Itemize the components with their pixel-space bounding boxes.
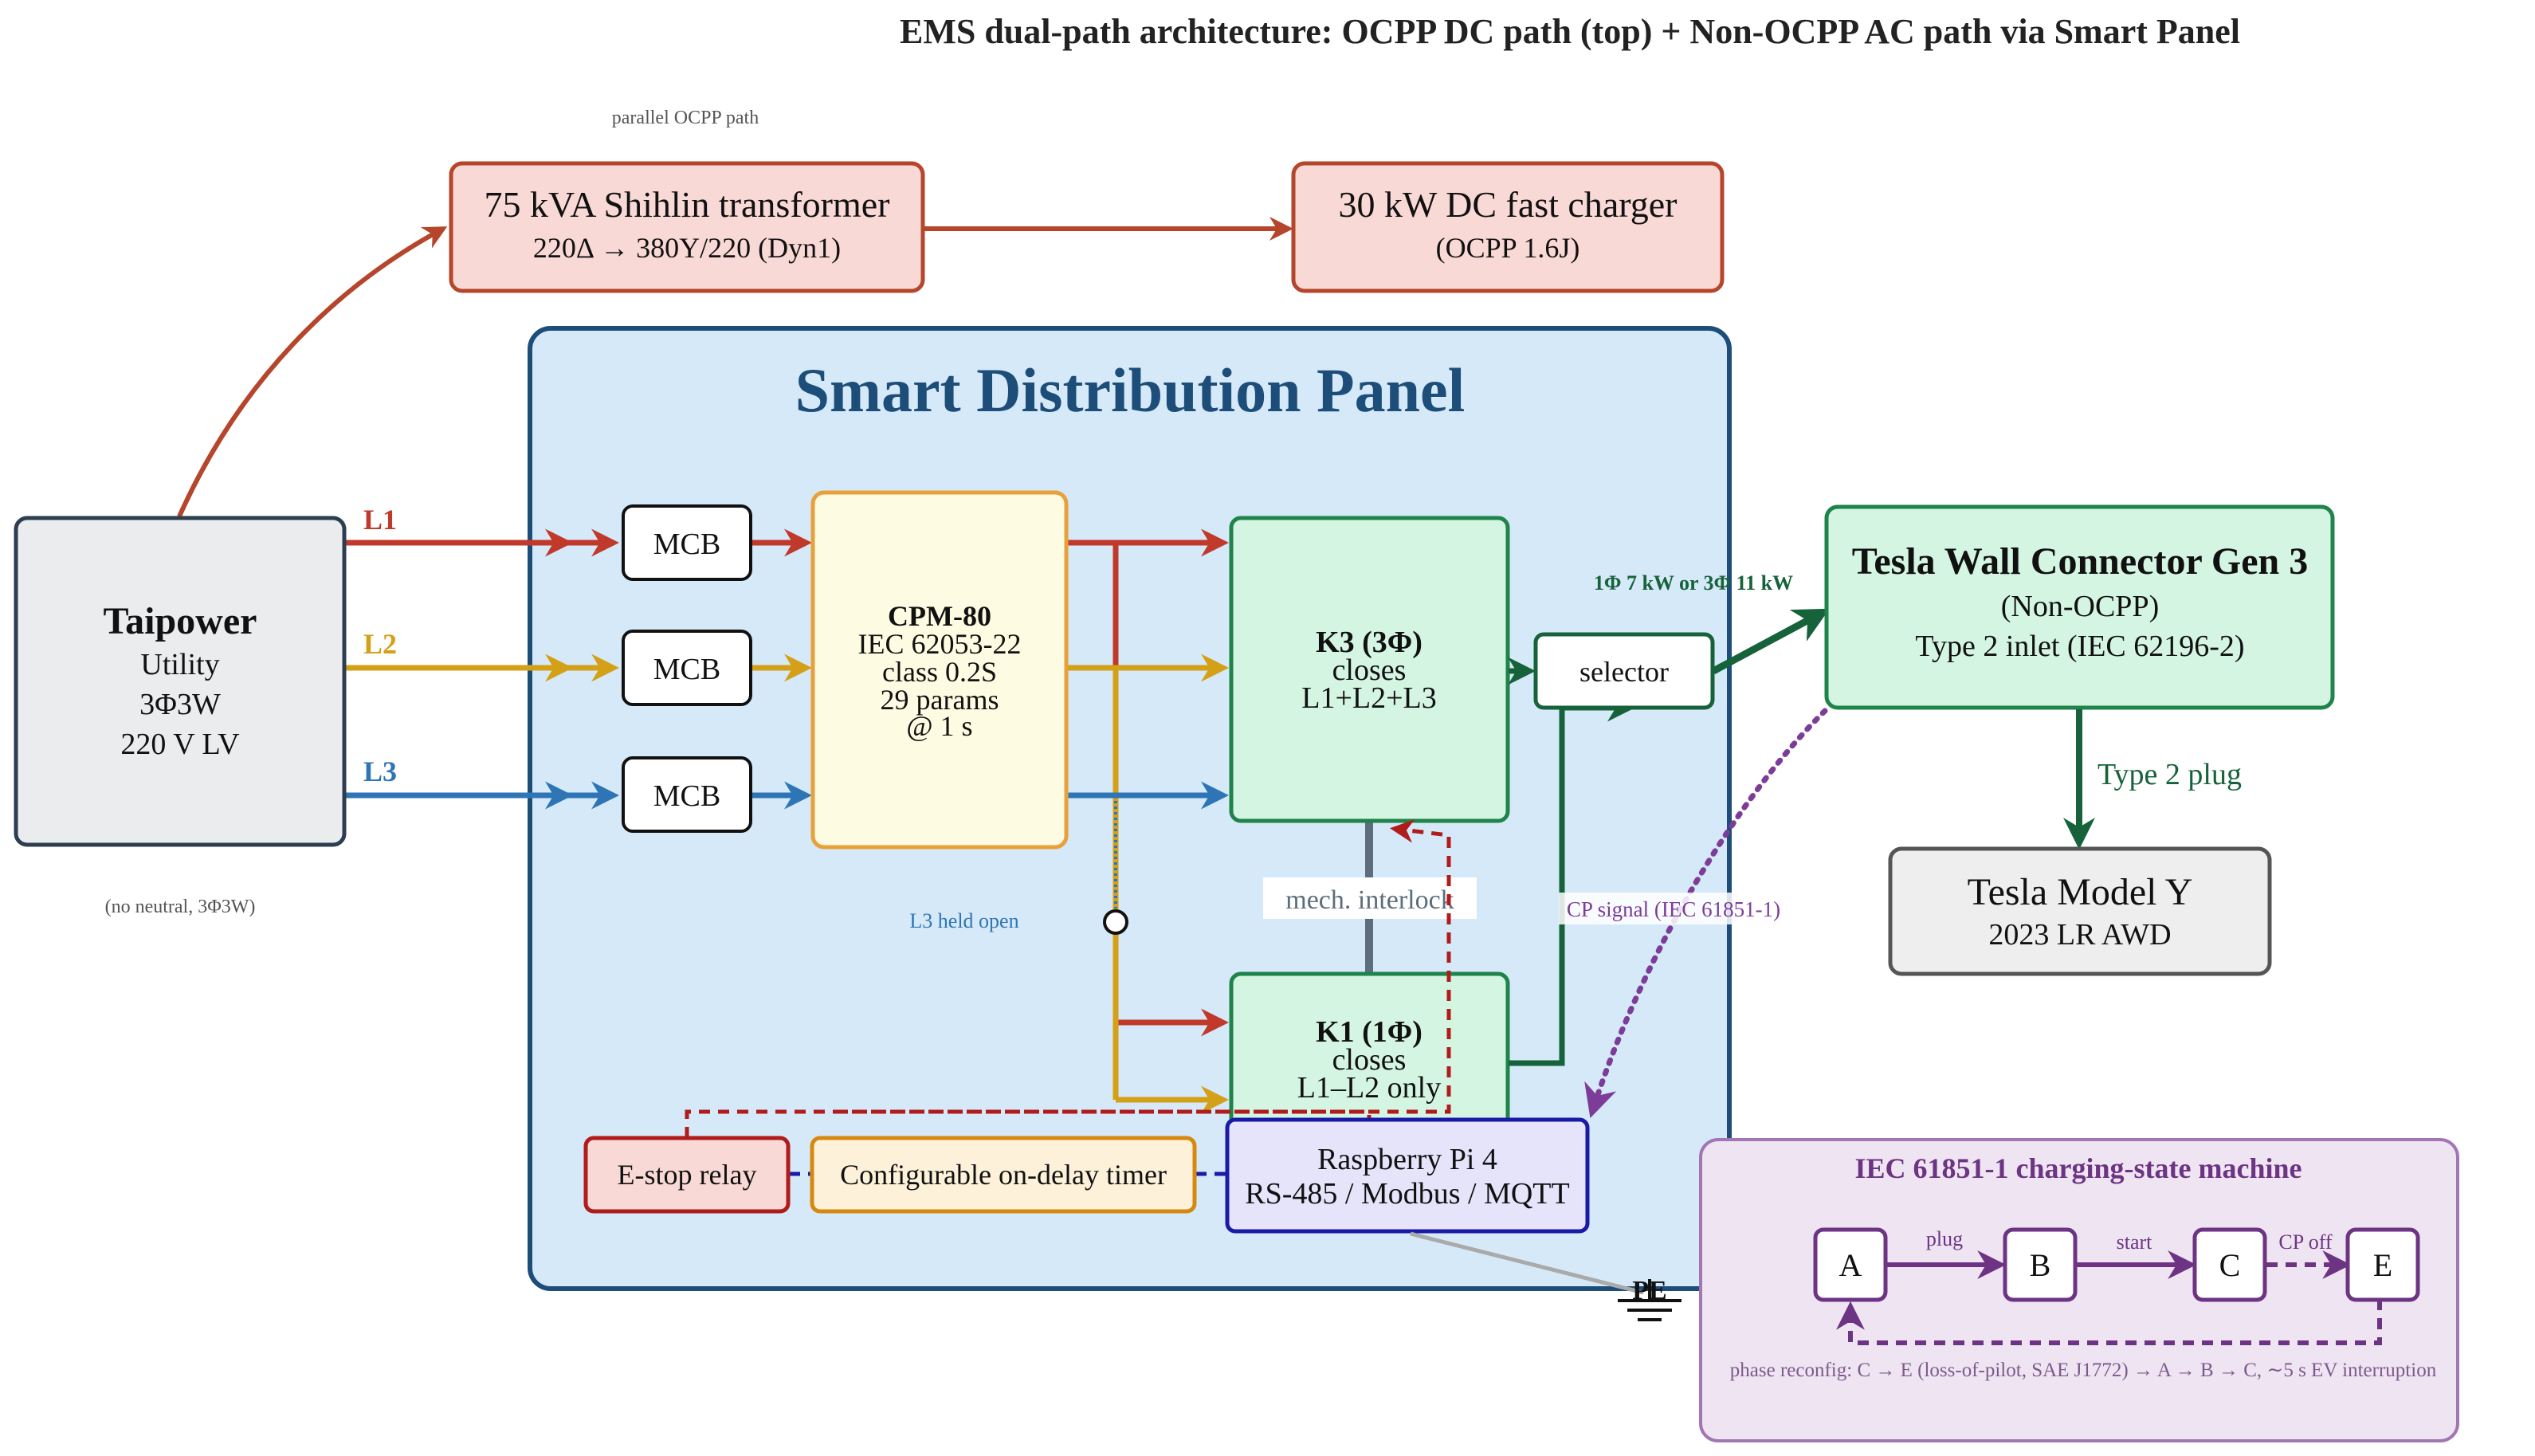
cp-signal-label: CP signal (IEC 61851-1) bbox=[1567, 897, 1780, 921]
ondelay-timer-box bbox=[810, 1136, 1197, 1214]
model-y-subtitle: 2023 LR AWD bbox=[1988, 918, 2171, 952]
taipower-line2: 3Φ3W bbox=[139, 688, 221, 721]
wall-connector-title: Tesla Wall Connector Gen 3 bbox=[1852, 540, 2309, 583]
taipower-box bbox=[14, 516, 347, 847]
taipower-note: (no neutral, 3Φ3W) bbox=[105, 897, 256, 917]
transition-plug-label: plug bbox=[1926, 1227, 1963, 1250]
diagram-title: EMS dual-path architecture: OCPP DC path… bbox=[900, 12, 2240, 51]
raspberry-pi-box bbox=[1225, 1117, 1590, 1234]
state-c-label: C bbox=[2219, 1247, 2241, 1283]
selector-to-wallconnector-arrow bbox=[1711, 608, 1830, 674]
l3-open-contact bbox=[1103, 909, 1128, 935]
mech-interlock-label: mech. interlock bbox=[1285, 885, 1454, 915]
cpm-title: CPM-80 bbox=[888, 600, 991, 632]
power-rating-label: 1Φ 7 kW or 3Φ 11 kW bbox=[1594, 571, 1793, 595]
l2-label: L2 bbox=[363, 628, 397, 660]
cpm-line2: class 0.2S bbox=[882, 656, 997, 688]
cpm-line4: @ 1 s bbox=[906, 710, 972, 742]
wall-connector-box bbox=[1824, 504, 2335, 710]
transition-e-a-return bbox=[1836, 1299, 2382, 1345]
estop-control-path bbox=[685, 818, 1451, 1138]
ondelay-timer-label: Configurable on-delay timer bbox=[840, 1159, 1167, 1191]
cpm-meter-box bbox=[810, 490, 1069, 850]
estop-relay-label: E-stop relay bbox=[618, 1159, 757, 1191]
state-machine-title: IEC 61851-1 charging-state machine bbox=[1855, 1152, 2302, 1184]
type2-plug-label: Type 2 plug bbox=[2097, 758, 2242, 791]
state-machine-panel bbox=[1699, 1138, 2459, 1442]
wall-connector-line1: (Non-OCPP) bbox=[2001, 590, 2159, 623]
state-e-label: E bbox=[2373, 1247, 2392, 1283]
model-y-title: Tesla Model Y bbox=[1968, 871, 2193, 913]
selector-label: selector bbox=[1579, 656, 1669, 688]
pe-label: PE bbox=[1632, 1276, 1666, 1305]
l3-label: L3 bbox=[363, 755, 397, 787]
transition-start-label: start bbox=[2117, 1230, 2153, 1254]
dc-charger-subtitle: (OCPP 1.6J) bbox=[1436, 232, 1580, 264]
k3-title: K3 (3Φ) bbox=[1316, 626, 1423, 659]
dc-charger-title: 30 kW DC fast charger bbox=[1339, 184, 1678, 225]
selector-box bbox=[1533, 632, 1715, 710]
l3-held-open-label: L3 held open bbox=[909, 909, 1018, 932]
k3-line2: L1+L2+L3 bbox=[1301, 681, 1437, 715]
mcb-l1-label: MCB bbox=[653, 528, 720, 561]
l1-label: L1 bbox=[363, 504, 397, 536]
cp-signal-label-bg bbox=[1559, 893, 1790, 924]
taipower-line1: Utility bbox=[140, 648, 219, 681]
transformer-box bbox=[449, 161, 925, 293]
state-e bbox=[2345, 1227, 2420, 1302]
raspberry-pi-line1: Raspberry Pi 4 bbox=[1317, 1143, 1497, 1176]
mcb-l2 bbox=[622, 630, 752, 706]
dc-charger-box bbox=[1291, 161, 1725, 293]
parallel-path-label: parallel OCPP path bbox=[612, 108, 759, 128]
k3-line1: closes bbox=[1332, 653, 1407, 687]
pe-wire bbox=[1410, 1231, 1644, 1295]
taipower-title: Taipower bbox=[104, 600, 257, 642]
taipower-to-transformer-arrow bbox=[177, 226, 448, 518]
state-machine-note: phase reconfig: C → E (loss-of-pilot, SA… bbox=[1730, 1360, 2437, 1381]
k1-title: K1 (1Φ) bbox=[1316, 1015, 1423, 1049]
k1-line1: closes bbox=[1332, 1043, 1407, 1077]
state-b-label: B bbox=[2030, 1247, 2051, 1283]
state-a bbox=[1813, 1227, 1888, 1302]
interlock-label-bg bbox=[1263, 877, 1477, 919]
panel-title: Smart Distribution Panel bbox=[795, 355, 1466, 425]
mcb-l1 bbox=[622, 504, 752, 581]
estop-relay-box bbox=[583, 1136, 791, 1214]
cpm-line3: 29 params bbox=[881, 684, 999, 716]
model-y-box bbox=[1888, 846, 2272, 976]
mcb-l3 bbox=[622, 756, 752, 833]
mcb-l2-label: MCB bbox=[653, 653, 720, 686]
cpm-line1: IEC 62053-22 bbox=[858, 628, 1022, 660]
state-c bbox=[2192, 1227, 2267, 1302]
mcb-l3-label: MCB bbox=[653, 779, 720, 813]
ground-icon bbox=[1618, 1279, 1681, 1321]
state-a-label: A bbox=[1839, 1247, 1862, 1283]
raspberry-pi-line2: RS-485 / Modbus / MQTT bbox=[1245, 1177, 1569, 1211]
wall-connector-line2: Type 2 inlet (IEC 62196-2) bbox=[1915, 630, 2244, 663]
transition-cpoff-label: CP off bbox=[2278, 1230, 2333, 1254]
cp-signal-curve bbox=[1584, 708, 1828, 1119]
transformer-title: 75 kVA Shihlin transformer bbox=[485, 184, 890, 225]
k1-line2: L1–L2 only bbox=[1297, 1071, 1441, 1105]
state-b bbox=[2003, 1227, 2078, 1302]
taipower-line3: 220 V LV bbox=[120, 728, 240, 761]
transformer-subtitle: 220Δ → 380Y/220 (Dyn1) bbox=[533, 232, 841, 264]
